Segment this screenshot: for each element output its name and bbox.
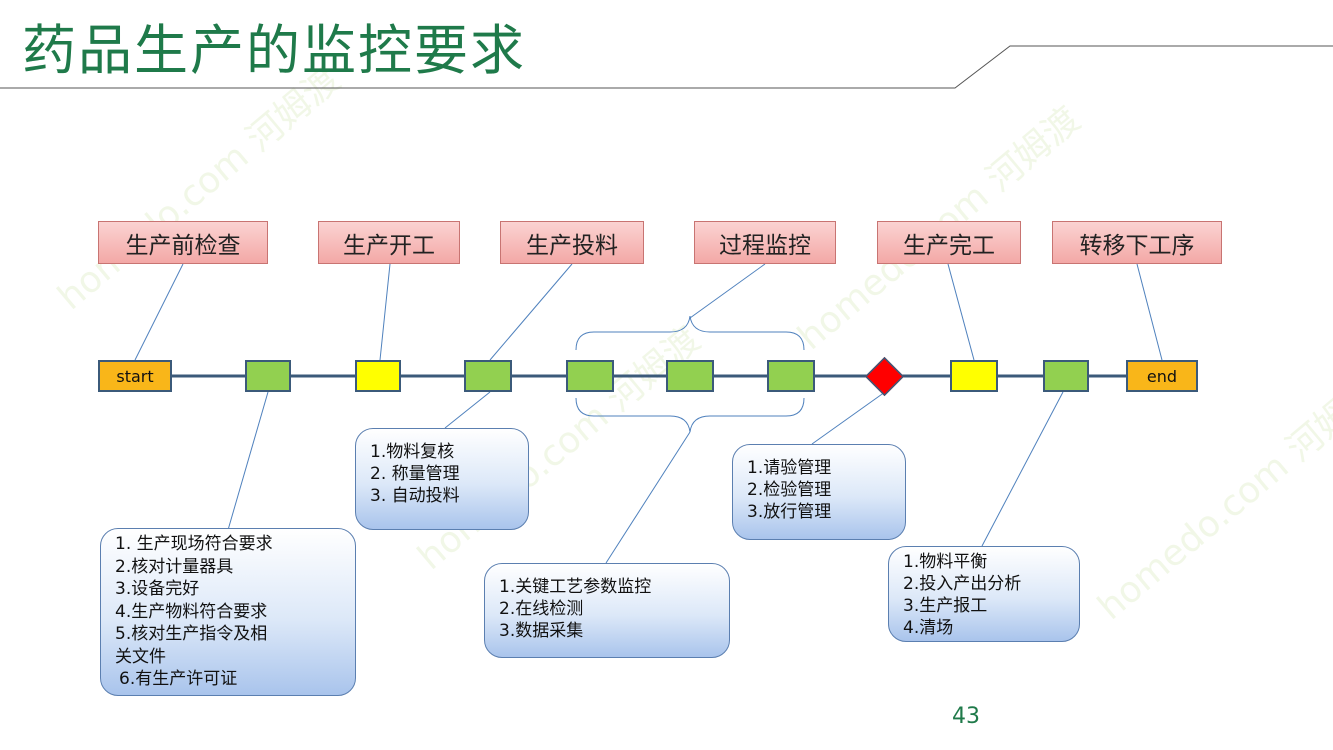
timeline-node xyxy=(566,360,614,392)
note-line: 5.核对生产指令及相 xyxy=(115,624,268,644)
note-line: 2.检验管理 xyxy=(747,480,832,500)
note-completion: 1.物料平衡 2.投入产出分析 3.生产报工 4.清场 xyxy=(888,546,1080,642)
note-line: 3.放行管理 xyxy=(747,502,832,522)
note-feeding: 1.物料复核 2. 称量管理 3. 自动投料 xyxy=(355,428,529,530)
note-line: 2.核对计量器具 xyxy=(115,556,234,577)
stage-start-work: 生产开工 xyxy=(318,221,460,264)
timeline-node xyxy=(1043,360,1089,392)
note-line: 1.物料平衡 xyxy=(903,552,988,572)
note-line: 3. 自动投料 xyxy=(370,486,460,506)
timeline-node xyxy=(666,360,714,392)
note-process: 1.关键工艺参数监控 2.在线检测 3.数据采集 xyxy=(484,563,730,658)
note-line: 1.请验管理 xyxy=(747,458,832,478)
note-line: 1.物料复核 xyxy=(370,442,455,462)
stage-completion: 生产完工 xyxy=(877,221,1021,264)
note-line: 2.在线检测 xyxy=(499,599,584,619)
note-line: 3.数据采集 xyxy=(499,621,584,641)
note-line: 关文件 xyxy=(115,646,166,667)
timeline-node xyxy=(767,360,815,392)
note-line: 2. 称量管理 xyxy=(370,464,460,484)
note-line: 4.生产物料符合要求 xyxy=(115,601,268,622)
note-line: 4.清场 xyxy=(903,618,954,638)
note-line: 3.设备完好 xyxy=(115,579,200,599)
timeline-node xyxy=(245,360,291,392)
stage-transfer: 转移下工序 xyxy=(1052,221,1222,264)
note-line: 3.生产报工 xyxy=(903,596,988,616)
note-line: 2.投入产出分析 xyxy=(903,574,1022,594)
note-release: 1.请验管理 2.检验管理 3.放行管理 xyxy=(732,444,906,540)
timeline-node xyxy=(464,360,512,392)
stage-pre-check: 生产前检查 xyxy=(98,221,268,264)
note-line: 1.关键工艺参数监控 xyxy=(499,577,652,597)
timeline-start: start xyxy=(98,360,172,392)
page-number: 43 xyxy=(952,704,980,729)
timeline-node xyxy=(950,360,998,392)
page-title: 药品生产的监控要求 xyxy=(22,19,526,82)
note-line: 1. 生产现场符合要求 xyxy=(115,534,273,554)
note-pre-check: 1. 生产现场符合要求 2.核对计量器具 3.设备完好 4.生产物料符合要求 5… xyxy=(100,528,356,696)
timeline-end: end xyxy=(1126,360,1198,392)
note-line: 6.有生产许可证 xyxy=(119,669,238,689)
stage-feeding: 生产投料 xyxy=(500,221,644,264)
timeline-node xyxy=(355,360,401,392)
stage-process-monitoring: 过程监控 xyxy=(694,221,836,264)
